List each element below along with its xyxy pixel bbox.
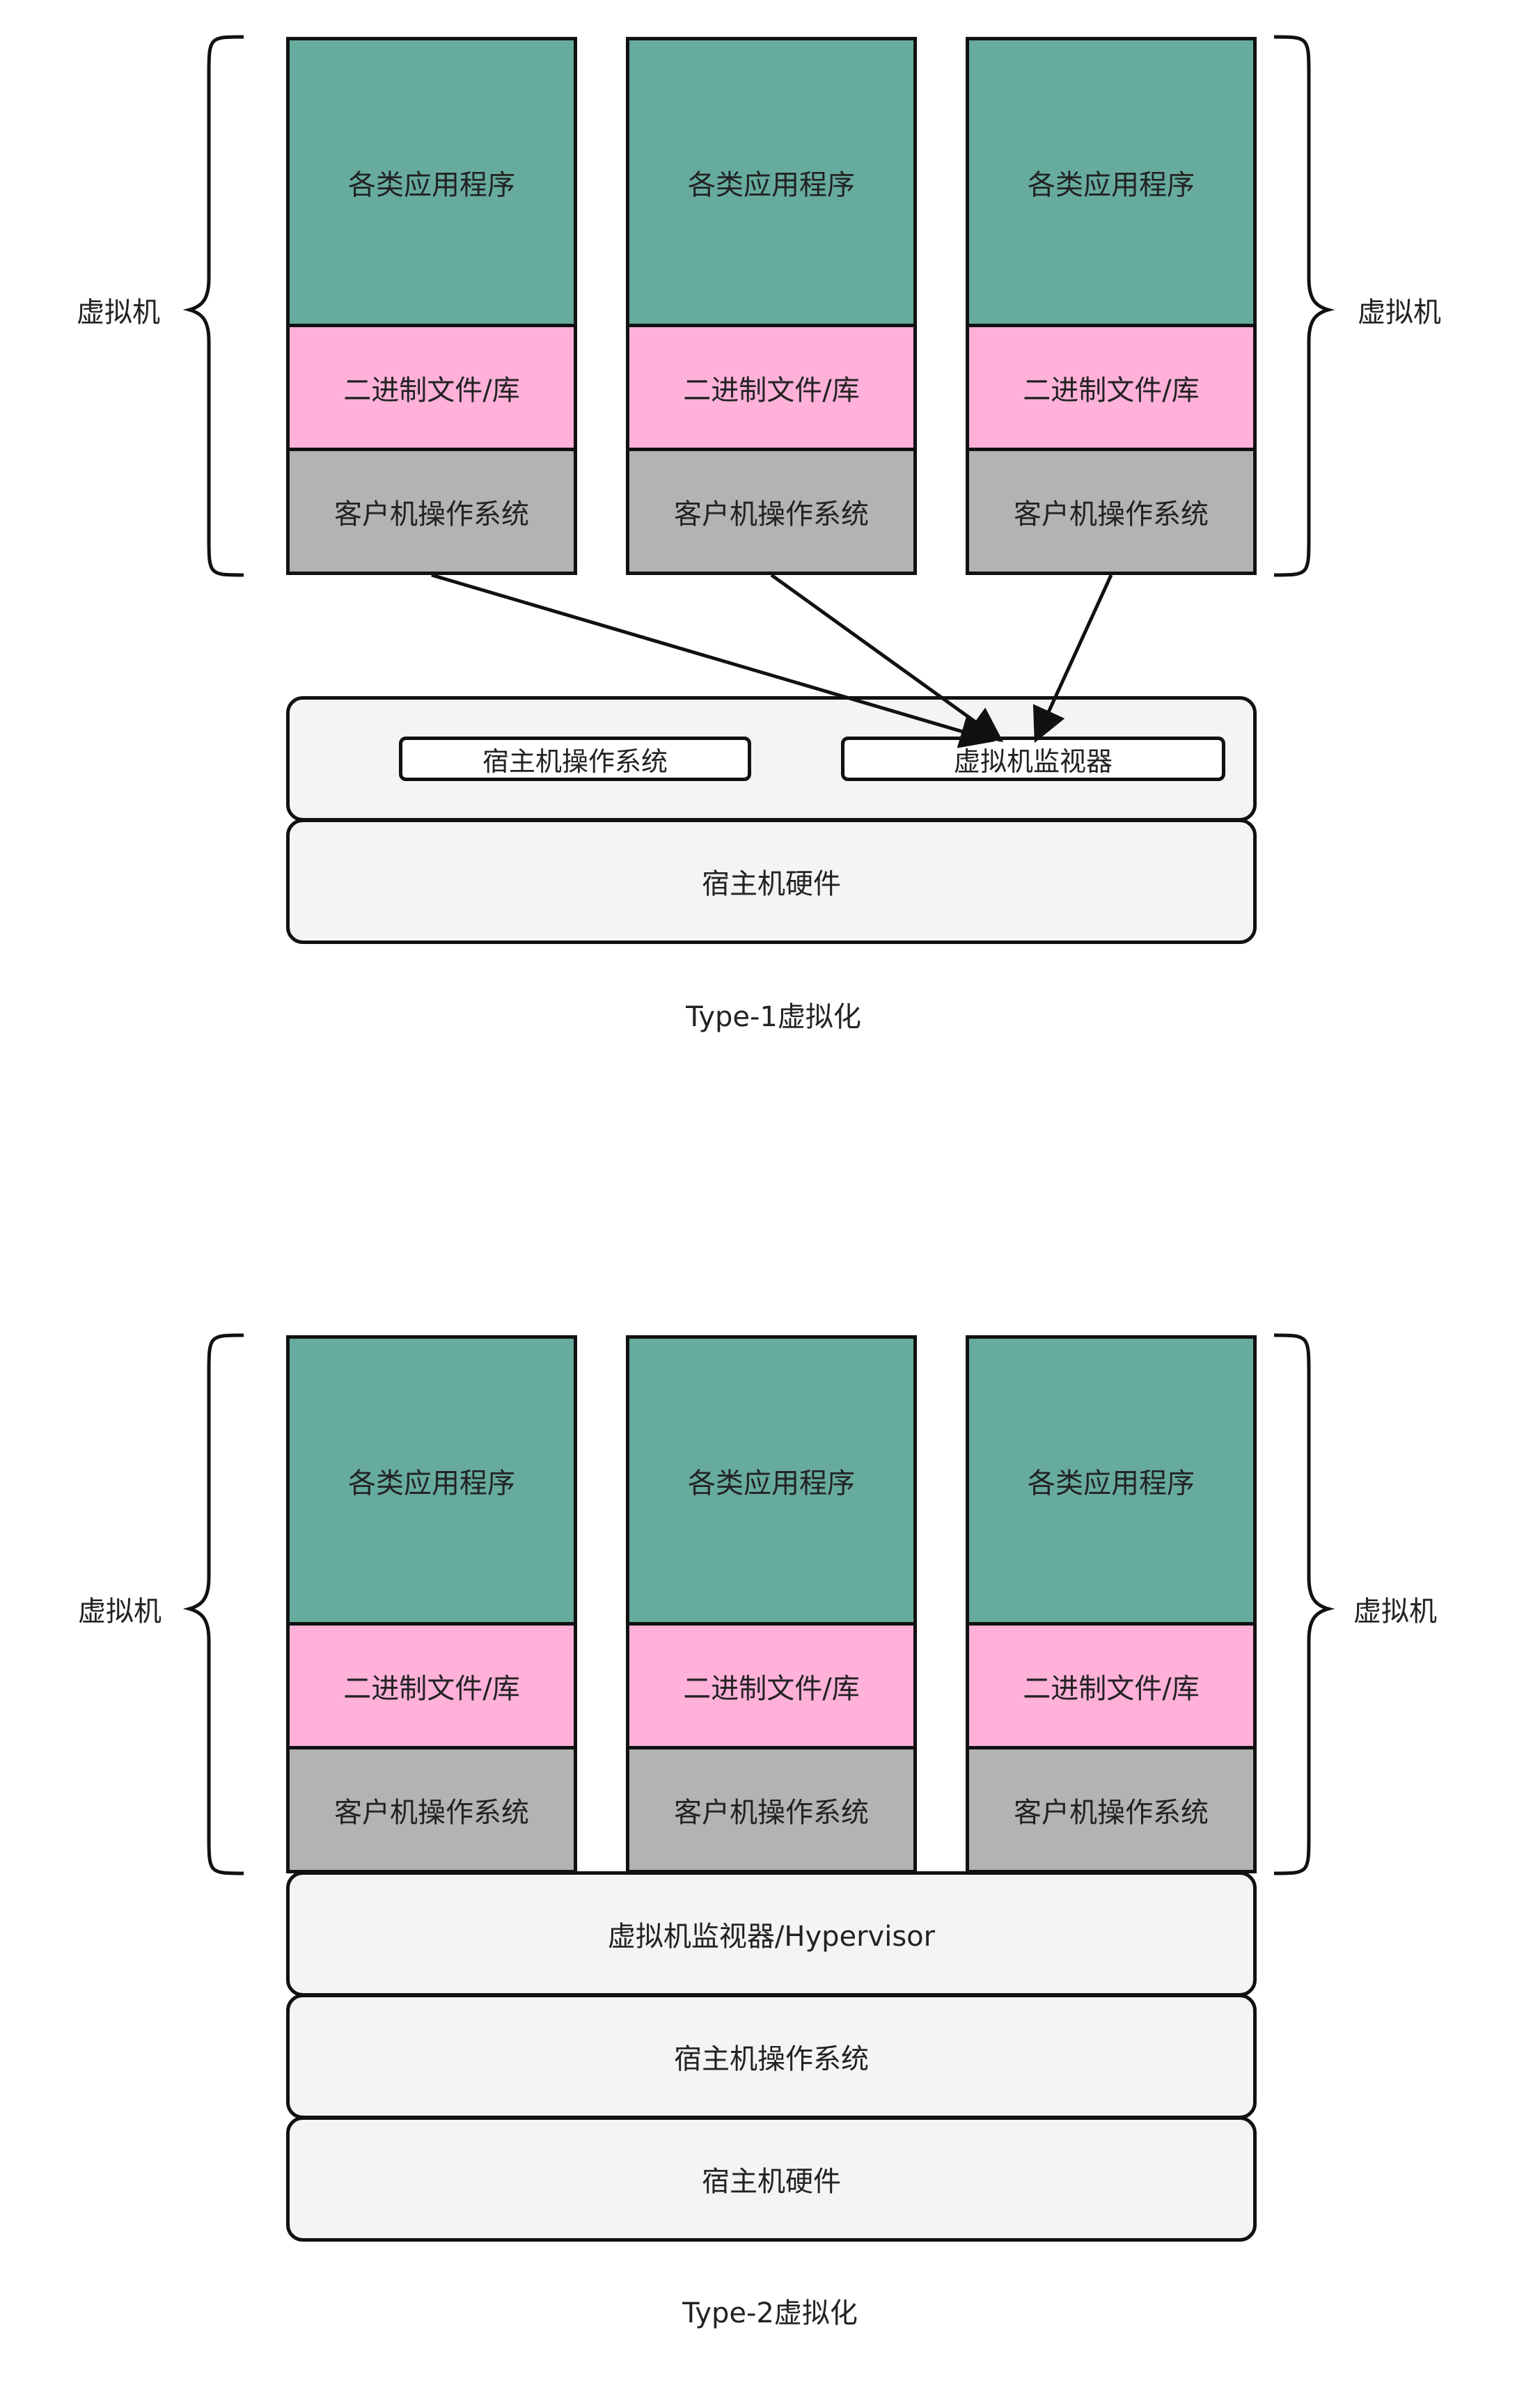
type1-caption: Type-1虚拟化 xyxy=(686,1001,861,1033)
vm-label-left: 虚拟机 xyxy=(77,297,160,329)
apps-label: 各类应用程序 xyxy=(688,168,855,201)
guest-os-label: 客户机操作系统 xyxy=(674,1796,869,1829)
vm1-guest-os-block: 客户机操作系统 xyxy=(286,1746,577,1873)
vm3-apps-block: 各类应用程序 xyxy=(966,37,1257,327)
bins-label: 二进制文件/库 xyxy=(683,374,860,407)
vm3-guest-os-block: 客户机操作系统 xyxy=(966,448,1257,575)
vm-label-left: 虚拟机 xyxy=(78,1596,162,1628)
type2-caption: Type-2虚拟化 xyxy=(682,2297,858,2329)
type1-braces xyxy=(182,35,1335,577)
guest-os-label: 客户机操作系统 xyxy=(1014,1796,1209,1829)
host-os-label: 宿主机操作系统 xyxy=(674,2043,869,2075)
right-brace xyxy=(1273,35,1335,577)
arrow-vm2-to-hypervisor xyxy=(770,573,1004,742)
hypervisor-label: 虚拟机监视器 xyxy=(953,746,1113,777)
vm-label-right: 虚拟机 xyxy=(1358,297,1441,329)
vm2-guest-os-block: 客户机操作系统 xyxy=(626,1746,917,1873)
vm1-apps-block: 各类应用程序 xyxy=(286,37,577,327)
type1-arrows xyxy=(431,573,1113,748)
bins-label: 二进制文件/库 xyxy=(683,1672,860,1705)
vm2-bins-block: 二进制文件/库 xyxy=(626,1622,917,1749)
guest-os-label: 客户机操作系统 xyxy=(1014,498,1209,530)
vm1-bins-block: 二进制文件/库 xyxy=(286,1622,577,1749)
host-os-pill: 宿主机操作系统 xyxy=(399,737,751,781)
hypervisor-label: 虚拟机监视器/Hypervisor xyxy=(607,1921,936,1953)
hardware-layer: 宿主机硬件 xyxy=(286,819,1257,944)
apps-label: 各类应用程序 xyxy=(348,168,515,201)
left-brace xyxy=(182,1333,244,1875)
bins-label: 二进制文件/库 xyxy=(343,374,520,407)
vm2-apps-block: 各类应用程序 xyxy=(626,37,917,327)
right-brace xyxy=(1273,1333,1335,1875)
hardware-layer: 宿主机硬件 xyxy=(286,2116,1257,2242)
apps-label: 各类应用程序 xyxy=(688,1467,855,1500)
vm-label-right: 虚拟机 xyxy=(1353,1596,1437,1628)
hardware-label: 宿主机硬件 xyxy=(702,868,841,900)
vm2-apps-block: 各类应用程序 xyxy=(626,1335,917,1626)
arrow-vm3-to-hypervisor xyxy=(1032,574,1113,743)
vm3-bins-block: 二进制文件/库 xyxy=(966,1622,1257,1749)
host-os-layer: 宿主机操作系统 xyxy=(286,1994,1257,2119)
hardware-label: 宿主机硬件 xyxy=(702,2166,841,2198)
arrow-vm1-to-hypervisor xyxy=(431,573,996,748)
vm1-bins-block: 二进制文件/库 xyxy=(286,324,577,451)
host-os-label: 宿主机操作系统 xyxy=(482,746,668,777)
bins-label: 二进制文件/库 xyxy=(1023,374,1200,407)
guest-os-label: 客户机操作系统 xyxy=(334,1796,529,1829)
vm3-guest-os-block: 客户机操作系统 xyxy=(966,1746,1257,1873)
bins-label: 二进制文件/库 xyxy=(343,1672,520,1705)
hypervisor-layer: 虚拟机监视器/Hypervisor xyxy=(286,1871,1257,1997)
bins-label: 二进制文件/库 xyxy=(1023,1672,1200,1705)
type2-braces xyxy=(182,1333,1335,1875)
left-brace xyxy=(182,35,244,577)
guest-os-label: 客户机操作系统 xyxy=(674,498,869,530)
vm2-guest-os-block: 客户机操作系统 xyxy=(626,448,917,575)
apps-label: 各类应用程序 xyxy=(1028,1467,1195,1500)
apps-label: 各类应用程序 xyxy=(348,1467,515,1500)
apps-label: 各类应用程序 xyxy=(1028,168,1195,201)
guest-os-label: 客户机操作系统 xyxy=(334,498,529,530)
vm1-guest-os-block: 客户机操作系统 xyxy=(286,448,577,575)
vm3-apps-block: 各类应用程序 xyxy=(966,1335,1257,1626)
vm1-apps-block: 各类应用程序 xyxy=(286,1335,577,1626)
